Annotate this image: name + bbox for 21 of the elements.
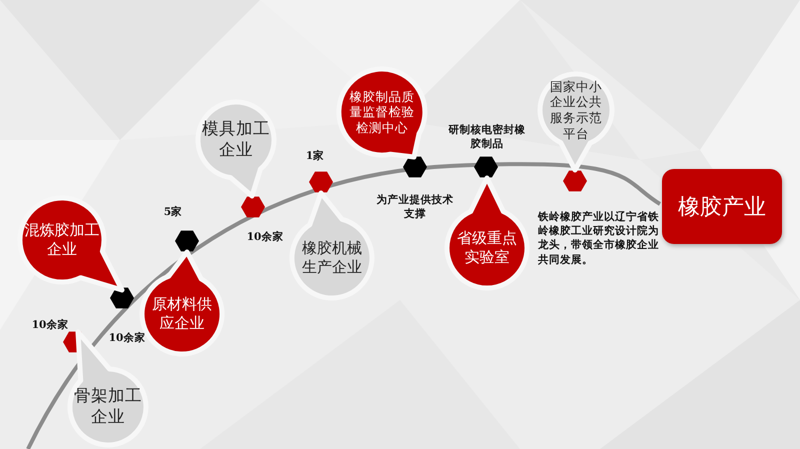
bubble-text: 原材料供应企业: [151, 294, 213, 334]
bubble-text: 模具加工企业: [202, 118, 270, 161]
speech-bubble: [442, 173, 532, 293]
bubble-text: 橡胶机械生产企业: [301, 238, 363, 278]
title-box: 橡胶产业: [662, 169, 782, 244]
speech-bubble: [193, 97, 279, 201]
annotation-text: 5家: [162, 205, 184, 220]
annotation-text: 10余家: [246, 230, 284, 244]
annotation-text: 1家: [304, 149, 326, 164]
speech-bubble: [287, 188, 377, 303]
speech-bubble: [535, 69, 617, 175]
annotation-text: 为产业提供技术支撑: [376, 193, 454, 222]
bubble-text: 省级重点实验室: [456, 228, 518, 268]
bubble-text: 混炼胶加工企业: [24, 220, 100, 260]
annotation-text: 10余家: [30, 318, 70, 332]
bubble-text: 骨架加工企业: [74, 385, 142, 428]
bubble-text: 橡胶制品质量监督检验检测中心: [348, 88, 416, 137]
annotation-text: 研制核电密封橡胶制品: [448, 123, 526, 152]
annotation-text: 10余家: [108, 331, 146, 346]
bubble-text: 国家中小企业公共服务示范平台: [548, 81, 603, 139]
description-text: 铁岭橡胶产业以辽宁省铁岭橡胶工业研究设计院为龙头，带领全市橡胶企业共同发展。: [538, 210, 660, 267]
